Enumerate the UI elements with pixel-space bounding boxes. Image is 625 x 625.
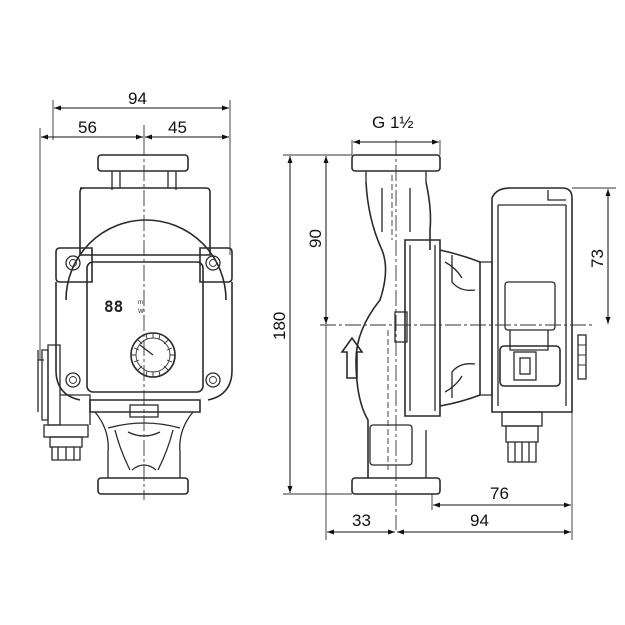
front-electronics-box	[79, 187, 211, 256]
dim-front-total-width: 94	[128, 89, 147, 108]
front-pump-body	[89, 399, 201, 478]
side-dimension-lines: G 1½ 180 90 73 76 33 94	[270, 113, 616, 540]
front-bottom-flange	[97, 477, 189, 495]
flow-direction-arrow-icon	[340, 336, 364, 379]
dim-side-total-height: 180	[270, 312, 289, 340]
dim-side-upper-height: 90	[306, 229, 325, 248]
side-cable-gland	[501, 411, 543, 463]
dim-front-right: 45	[168, 118, 187, 137]
side-pump-body	[340, 175, 432, 478]
front-motor-housing	[55, 219, 233, 401]
side-motor-section	[394, 239, 493, 417]
dim-side-motor-height: 73	[588, 249, 607, 268]
dim-side-right: 94	[470, 511, 489, 530]
dim-side-left: 33	[352, 511, 371, 530]
control-knob-icon	[130, 332, 176, 378]
dim-front-left: 56	[78, 118, 97, 137]
side-connector-plug	[499, 334, 587, 387]
front-view: 88 m W	[37, 140, 233, 500]
lcd-unit-top: m	[138, 300, 143, 306]
front-top-flange	[97, 154, 189, 190]
lcd-display-digits: 88	[104, 297, 123, 316]
side-electronics-module	[491, 187, 587, 463]
front-cable-gland	[37, 344, 91, 461]
side-view	[320, 140, 595, 530]
lcd-unit-bottom: W	[138, 309, 144, 315]
dim-side-motor-offset: 76	[490, 484, 509, 503]
front-control-panel: 88 m W	[86, 261, 204, 393]
dim-thread-size: G 1½	[372, 113, 414, 132]
front-dimension-lines: 94 56 45	[39, 89, 231, 360]
